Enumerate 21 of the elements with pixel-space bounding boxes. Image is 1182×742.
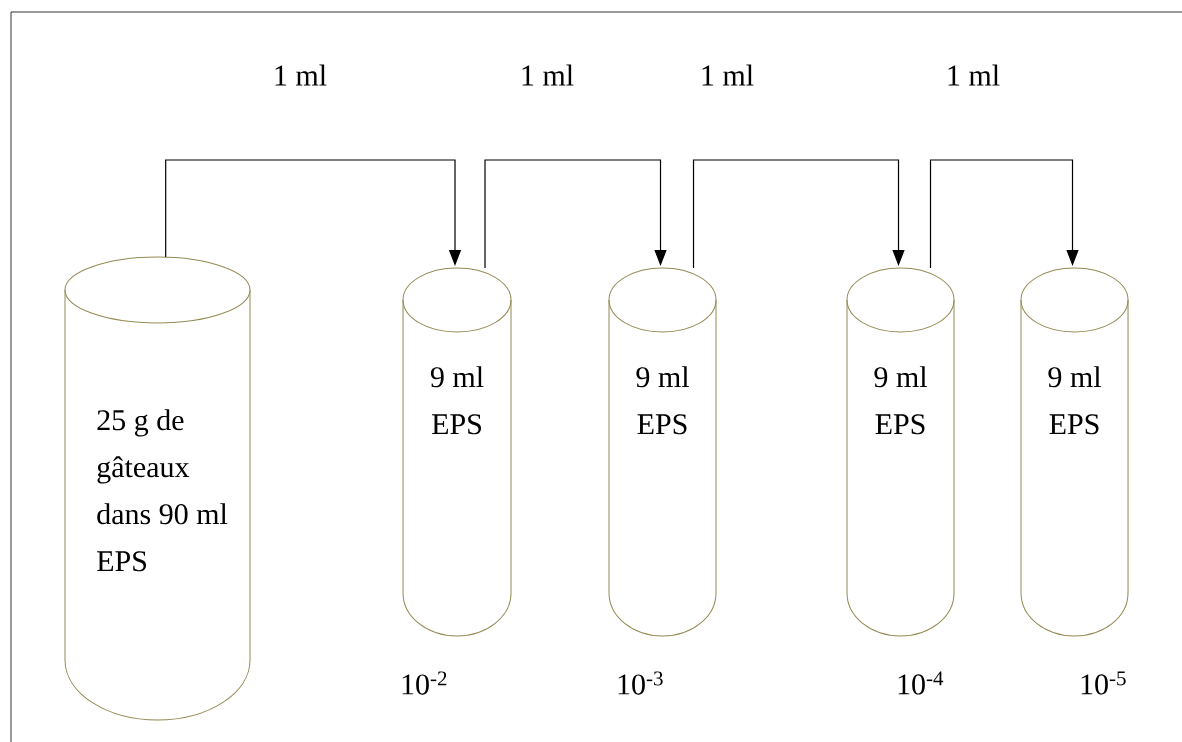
node-label: 9 ml EPS [874,366,927,435]
arrow [484,159,667,269]
sample-cylinder: 25 g de gâteaux dans 90 ml EPS [64,256,251,721]
test-tube: 9 ml EPS [402,267,512,637]
node-label: 9 ml EPS [1048,366,1101,435]
edge-label: 1 ml [702,64,754,86]
edge-label: 1 ml [522,64,574,86]
arrow [929,159,1079,269]
arrow [692,159,905,269]
test-tube: 9 ml EPS [846,267,955,637]
node-label: 9 ml EPS [430,366,484,435]
dilution-label: 10$^{-3}$ [618,671,663,695]
edge-label: 1 ml [948,64,1000,86]
dilution-label: 10$^{-5}$ [1081,671,1126,695]
dilution-label: 10$^{-4}$ [898,671,944,695]
test-tube: 9 ml EPS [608,267,717,637]
node-label: 25 g de gâteaux dans 90 ml EPS [97,409,228,572]
node-label: 9 ml EPS [636,366,689,435]
test-tube: 9 ml EPS [1020,267,1129,637]
dilution-label: 10$^{-2}$ [402,671,447,695]
edge-label: 1 ml [275,64,327,86]
